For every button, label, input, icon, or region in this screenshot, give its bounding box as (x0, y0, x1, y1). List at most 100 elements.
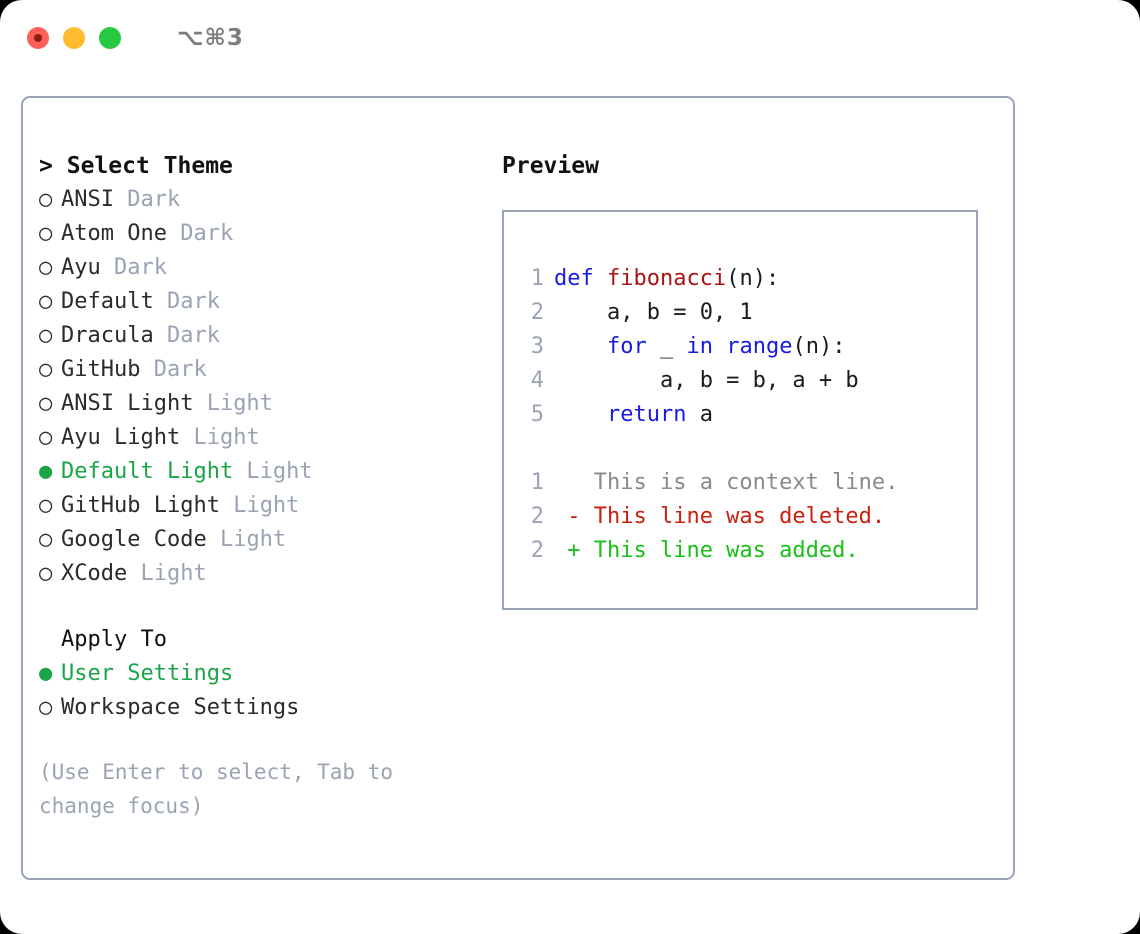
theme-category: Light (206, 527, 287, 552)
line-number: 2 (530, 538, 544, 563)
line-number: 1 (530, 470, 544, 495)
diff-text: + This line was added. (554, 538, 859, 563)
theme-category: Dark (153, 323, 220, 348)
radio-unselected-icon: ○ (39, 695, 53, 720)
code-line: 2 a, b = 0, 1 (518, 296, 859, 330)
select-theme-header-label (53, 153, 67, 179)
theme-name: GitHub Light (61, 493, 220, 518)
theme-name: ANSI (61, 187, 114, 212)
diff-line: 1 This is a context line. (518, 466, 899, 500)
code-token: a, b = b, a + b (554, 368, 859, 393)
theme-name: Ayu (61, 255, 101, 280)
radio-unselected-icon: ○ (39, 323, 53, 348)
theme-category: Light (180, 425, 260, 450)
theme-category: Dark (140, 357, 207, 382)
code-token: a, b = 0, 1 (554, 300, 753, 325)
line-number: 3 (530, 334, 544, 359)
theme-list-item[interactable]: ○ GitHub Dark (39, 353, 499, 387)
code-token: (n): (726, 266, 780, 291)
apply-to-header: Apply To (61, 627, 167, 652)
traffic-lights (27, 27, 121, 49)
diff-sample: 1 This is a context line.2 - This line w… (518, 466, 899, 568)
theme-category: Dark (166, 221, 234, 246)
code-token (554, 334, 607, 359)
theme-list-item[interactable]: ○ ANSI Dark (39, 183, 499, 217)
section-spacer (39, 591, 499, 623)
theme-list: ○ANSI Dark○Atom One Dark○Ayu Dark○Defaul… (39, 183, 499, 591)
radio-selected-icon: ● (39, 459, 53, 484)
theme-name: Google Code (61, 527, 207, 552)
radio-unselected-icon: ○ (39, 561, 53, 586)
theme-list-item[interactable]: ○ GitHub Light Light (39, 489, 499, 523)
close-button[interactable] (27, 27, 49, 49)
diff-line: 2 - This line was deleted. (518, 500, 898, 534)
prompt-caret: > (39, 153, 53, 179)
code-text: a, b = b, a + b (544, 368, 859, 393)
radio-unselected-icon: ○ (39, 357, 53, 382)
apply-to-item[interactable]: ● User Settings (39, 657, 499, 691)
theme-name: Default (61, 289, 154, 314)
theme-selection-column: > Select Theme ○ANSI Dark○Atom One Dark○… (39, 149, 499, 823)
apply-to-list: ● User Settings ○ Workspace Settings (39, 657, 499, 725)
code-token: _ (646, 334, 687, 359)
code-text: def fibonacci(n): (544, 266, 779, 291)
theme-category: Dark (113, 187, 181, 212)
line-number: 2 (530, 300, 544, 325)
radio-unselected-icon: ○ (39, 425, 53, 450)
code-token: for (606, 334, 647, 359)
radio-unselected-icon: ○ (39, 391, 53, 416)
radio-unselected-icon: ○ (39, 187, 53, 212)
code-text: return a (544, 402, 713, 427)
theme-list-item[interactable]: ○ Google Code Light (39, 523, 499, 557)
theme-list-item[interactable]: ○ ANSI Light Light (39, 387, 499, 421)
theme-name: Default Light (61, 459, 234, 484)
theme-picker-panel: > Select Theme ○ANSI Dark○Atom One Dark○… (21, 96, 1015, 880)
radio-unselected-icon: ○ (39, 493, 53, 518)
theme-name: XCode (61, 561, 128, 586)
theme-name: GitHub (61, 357, 141, 382)
theme-name: ANSI Light (61, 391, 194, 416)
theme-category: Light (127, 561, 207, 586)
diff-text: - This line was deleted. (554, 504, 886, 529)
apply-to-label: Workspace Settings (61, 695, 300, 720)
code-token (713, 334, 726, 359)
preview-title: Preview (502, 153, 599, 179)
theme-list-item[interactable]: ○Default Dark (39, 285, 499, 319)
code-token: range (726, 334, 793, 359)
line-number: 2 (530, 504, 544, 529)
maximize-button[interactable] (99, 27, 121, 49)
apply-to-item[interactable]: ○ Workspace Settings (39, 691, 499, 725)
theme-category: Light (193, 391, 273, 416)
theme-category: Dark (100, 255, 167, 280)
theme-list-item[interactable]: ○ Dracula Dark (39, 319, 499, 353)
apply-to-label: User Settings (61, 661, 234, 686)
theme-list-item[interactable]: ○Ayu Dark (39, 251, 499, 285)
code-line: 5 return a (518, 398, 859, 432)
line-number: 5 (530, 402, 544, 427)
radio-unselected-icon: ○ (39, 527, 53, 552)
code-line: 4 a, b = b, a + b (518, 364, 859, 398)
keyboard-shortcut-label: ⌥⌘3 (177, 25, 244, 51)
theme-list-item[interactable]: ●Default Light Light (39, 455, 499, 489)
code-token: (n): (792, 334, 846, 359)
radio-unselected-icon: ○ (39, 221, 53, 246)
diff-line: 2 + This line was added. (518, 534, 898, 568)
radio-selected-icon: ● (39, 661, 53, 686)
minimize-button[interactable] (63, 27, 85, 49)
theme-list-item[interactable]: ○Ayu Light Light (39, 421, 499, 455)
select-theme-title: Select Theme (66, 153, 233, 179)
code-token: return (606, 402, 687, 427)
select-theme-header: > Select Theme (39, 149, 499, 183)
keyboard-hint: (Use Enter to select, Tab to change focu… (39, 760, 394, 818)
code-text: a, b = 0, 1 (544, 300, 753, 325)
theme-list-item[interactable]: ○ XCode Light (39, 557, 499, 591)
theme-name: Dracula (61, 323, 154, 348)
code-text: for _ in range(n): (544, 334, 845, 359)
theme-category: Light (219, 493, 300, 518)
code-token: in (686, 334, 713, 359)
theme-list-item[interactable]: ○Atom One Dark (39, 217, 499, 251)
code-token: fibonacci (606, 266, 727, 291)
